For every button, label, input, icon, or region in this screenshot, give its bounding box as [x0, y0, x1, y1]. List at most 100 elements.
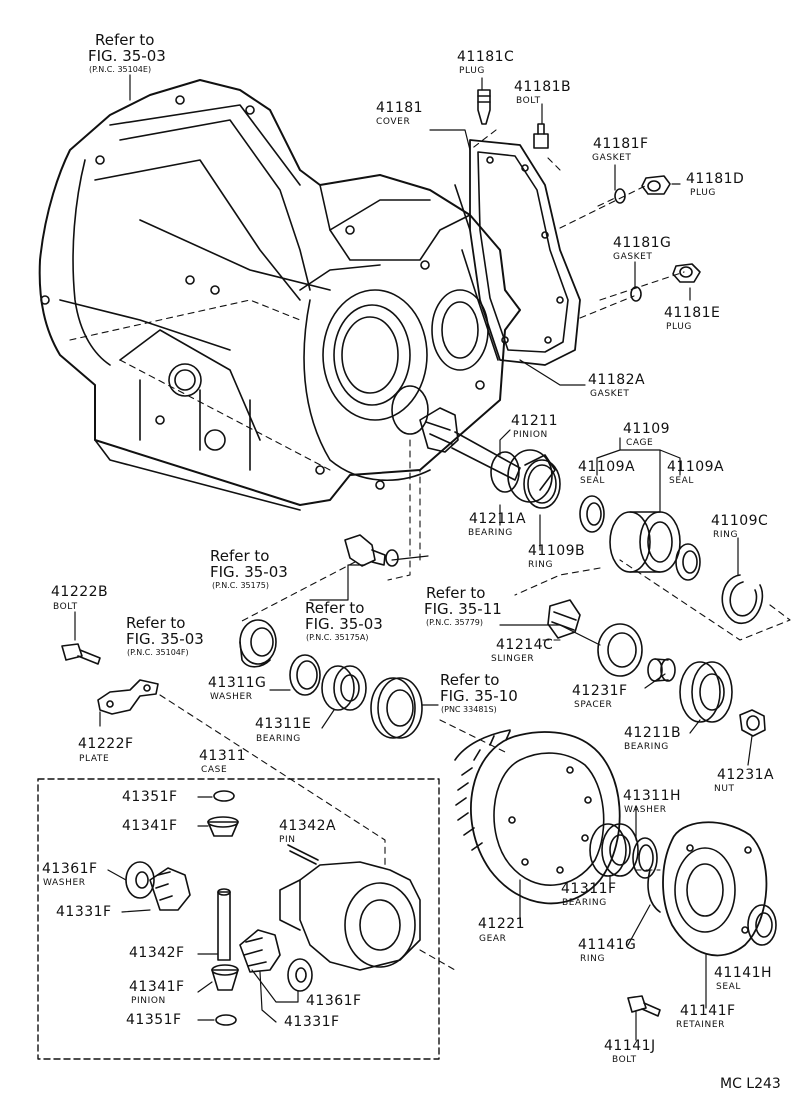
ring-41109b	[523, 459, 561, 509]
part-number: 41211	[511, 413, 559, 429]
part-name: PLUG	[690, 188, 716, 198]
part-name: GEAR	[479, 934, 507, 944]
side-gear-41331f-right	[239, 929, 281, 973]
part-number: 41361F	[306, 993, 362, 1009]
part-number: 41331F	[56, 904, 112, 920]
pin-41342a	[287, 844, 319, 865]
part-name: BEARING	[562, 898, 607, 908]
part-number: 41311H	[623, 788, 682, 804]
part-number: 41231A	[717, 767, 775, 783]
part-name: CAGE	[626, 438, 654, 448]
part-number: 41311F	[561, 881, 617, 897]
spacer-41231f	[647, 658, 676, 682]
part-number: 41214C	[496, 637, 554, 653]
part-number: 41351F	[122, 789, 178, 805]
part-name: SEAL	[716, 982, 741, 992]
part-name: BOLT	[53, 602, 78, 612]
part-name: BEARING	[624, 742, 669, 752]
part-name: SEAL	[669, 476, 694, 486]
bearing-41311f	[589, 823, 639, 877]
part-number: 41109B	[528, 543, 586, 559]
ref-35779-pnc: (P.N.C. 35779)	[426, 618, 484, 627]
part-name: COVER	[376, 117, 411, 127]
part-number: 41331F	[284, 1014, 340, 1030]
ref-35779-line1: Refer to	[426, 584, 486, 602]
ref-35175a-line1: Refer to	[305, 599, 365, 617]
diagram-code: MC L243	[720, 1076, 781, 1092]
seal-41109a-left	[579, 495, 605, 533]
part-number: 41361F	[42, 861, 98, 877]
part-number: 41109A	[578, 459, 636, 475]
ref-35104f-line1: Refer to	[126, 614, 186, 632]
part-number: 41141H	[714, 965, 773, 981]
ref-35175a-line2: FIG. 35-03	[305, 615, 383, 633]
ref-35175-pnc: (P.N.C. 35175)	[212, 581, 270, 590]
part-number: 41211B	[624, 725, 682, 741]
gasket-41181g	[630, 286, 642, 302]
bearing-41311e	[321, 665, 367, 711]
part-number: 41109A	[667, 459, 725, 475]
nut-41231a	[739, 709, 766, 737]
part-name: BOLT	[612, 1055, 637, 1065]
part-number: 41351F	[126, 1012, 182, 1028]
part-name: SEAL	[580, 476, 605, 486]
part-name: PLUG	[666, 322, 692, 332]
slinger-41214c	[597, 623, 643, 677]
washer-41351f-bottom	[215, 1014, 237, 1026]
ref-33481s-pnc: (PNC 33481S)	[441, 705, 497, 714]
ref-33481s-line1: Refer to	[440, 671, 500, 689]
washer-41311g	[289, 654, 321, 696]
seal-35104f	[239, 619, 277, 668]
part-number: 41181E	[664, 305, 721, 321]
differential-case-box	[37, 778, 440, 1060]
part-name: WASHER	[43, 878, 86, 888]
part-name: PINION	[131, 996, 166, 1006]
bolt-41141j	[627, 995, 661, 1017]
part-number: 41181F	[593, 136, 649, 152]
part-number: 41181G	[613, 235, 672, 251]
retainer-41141f	[662, 821, 768, 957]
part-number: 41341F	[122, 818, 178, 834]
ref-35104e-pnc: (P.N.C. 35104E)	[89, 65, 152, 74]
part-number: 41109C	[711, 513, 769, 529]
leader-lines	[74, 74, 763, 1041]
part-number: 41311	[199, 748, 247, 764]
part-number: 41222F	[78, 736, 134, 752]
part-number: 41181D	[686, 171, 745, 187]
washer-41311h	[632, 837, 658, 879]
part-name: PINION	[513, 430, 548, 440]
bolt-41222b	[61, 643, 101, 665]
plug-41181c	[477, 89, 491, 125]
plate-41222f	[97, 679, 159, 715]
pinion-41211	[419, 407, 556, 503]
ring-gear-41221	[454, 729, 621, 905]
gasket-41181f	[614, 188, 626, 204]
part-number: 41341F	[129, 979, 185, 995]
ring-41141g	[647, 869, 661, 913]
part-number: 41141F	[680, 1003, 736, 1019]
part-name: RETAINER	[676, 1020, 726, 1030]
part-number: 41182A	[588, 372, 646, 388]
seal-33481s	[370, 677, 423, 739]
part-name: NUT	[714, 784, 735, 794]
part-number: 41141J	[604, 1038, 656, 1054]
part-name: PLUG	[459, 66, 485, 76]
washer-41361f-right	[287, 958, 313, 992]
cage-41109	[609, 511, 681, 573]
seal-41109a-right	[675, 543, 701, 581]
part-name: BEARING	[256, 734, 301, 744]
part-name: PIN	[279, 835, 296, 845]
bolt-41181b	[533, 123, 549, 149]
part-number: 41211A	[469, 511, 527, 527]
part-name: SLINGER	[491, 654, 535, 664]
transaxle-housing	[38, 79, 581, 511]
part-name: GASKET	[613, 252, 653, 262]
part-number: 41311G	[208, 675, 267, 691]
part-number: 41231F	[572, 683, 628, 699]
ref-33481s-line2: FIG. 35-10	[440, 687, 518, 705]
seal-41141h	[747, 904, 777, 946]
part-number: 41342F	[129, 945, 185, 961]
bearing-41211b	[679, 661, 733, 723]
part-name: GASKET	[592, 153, 632, 163]
